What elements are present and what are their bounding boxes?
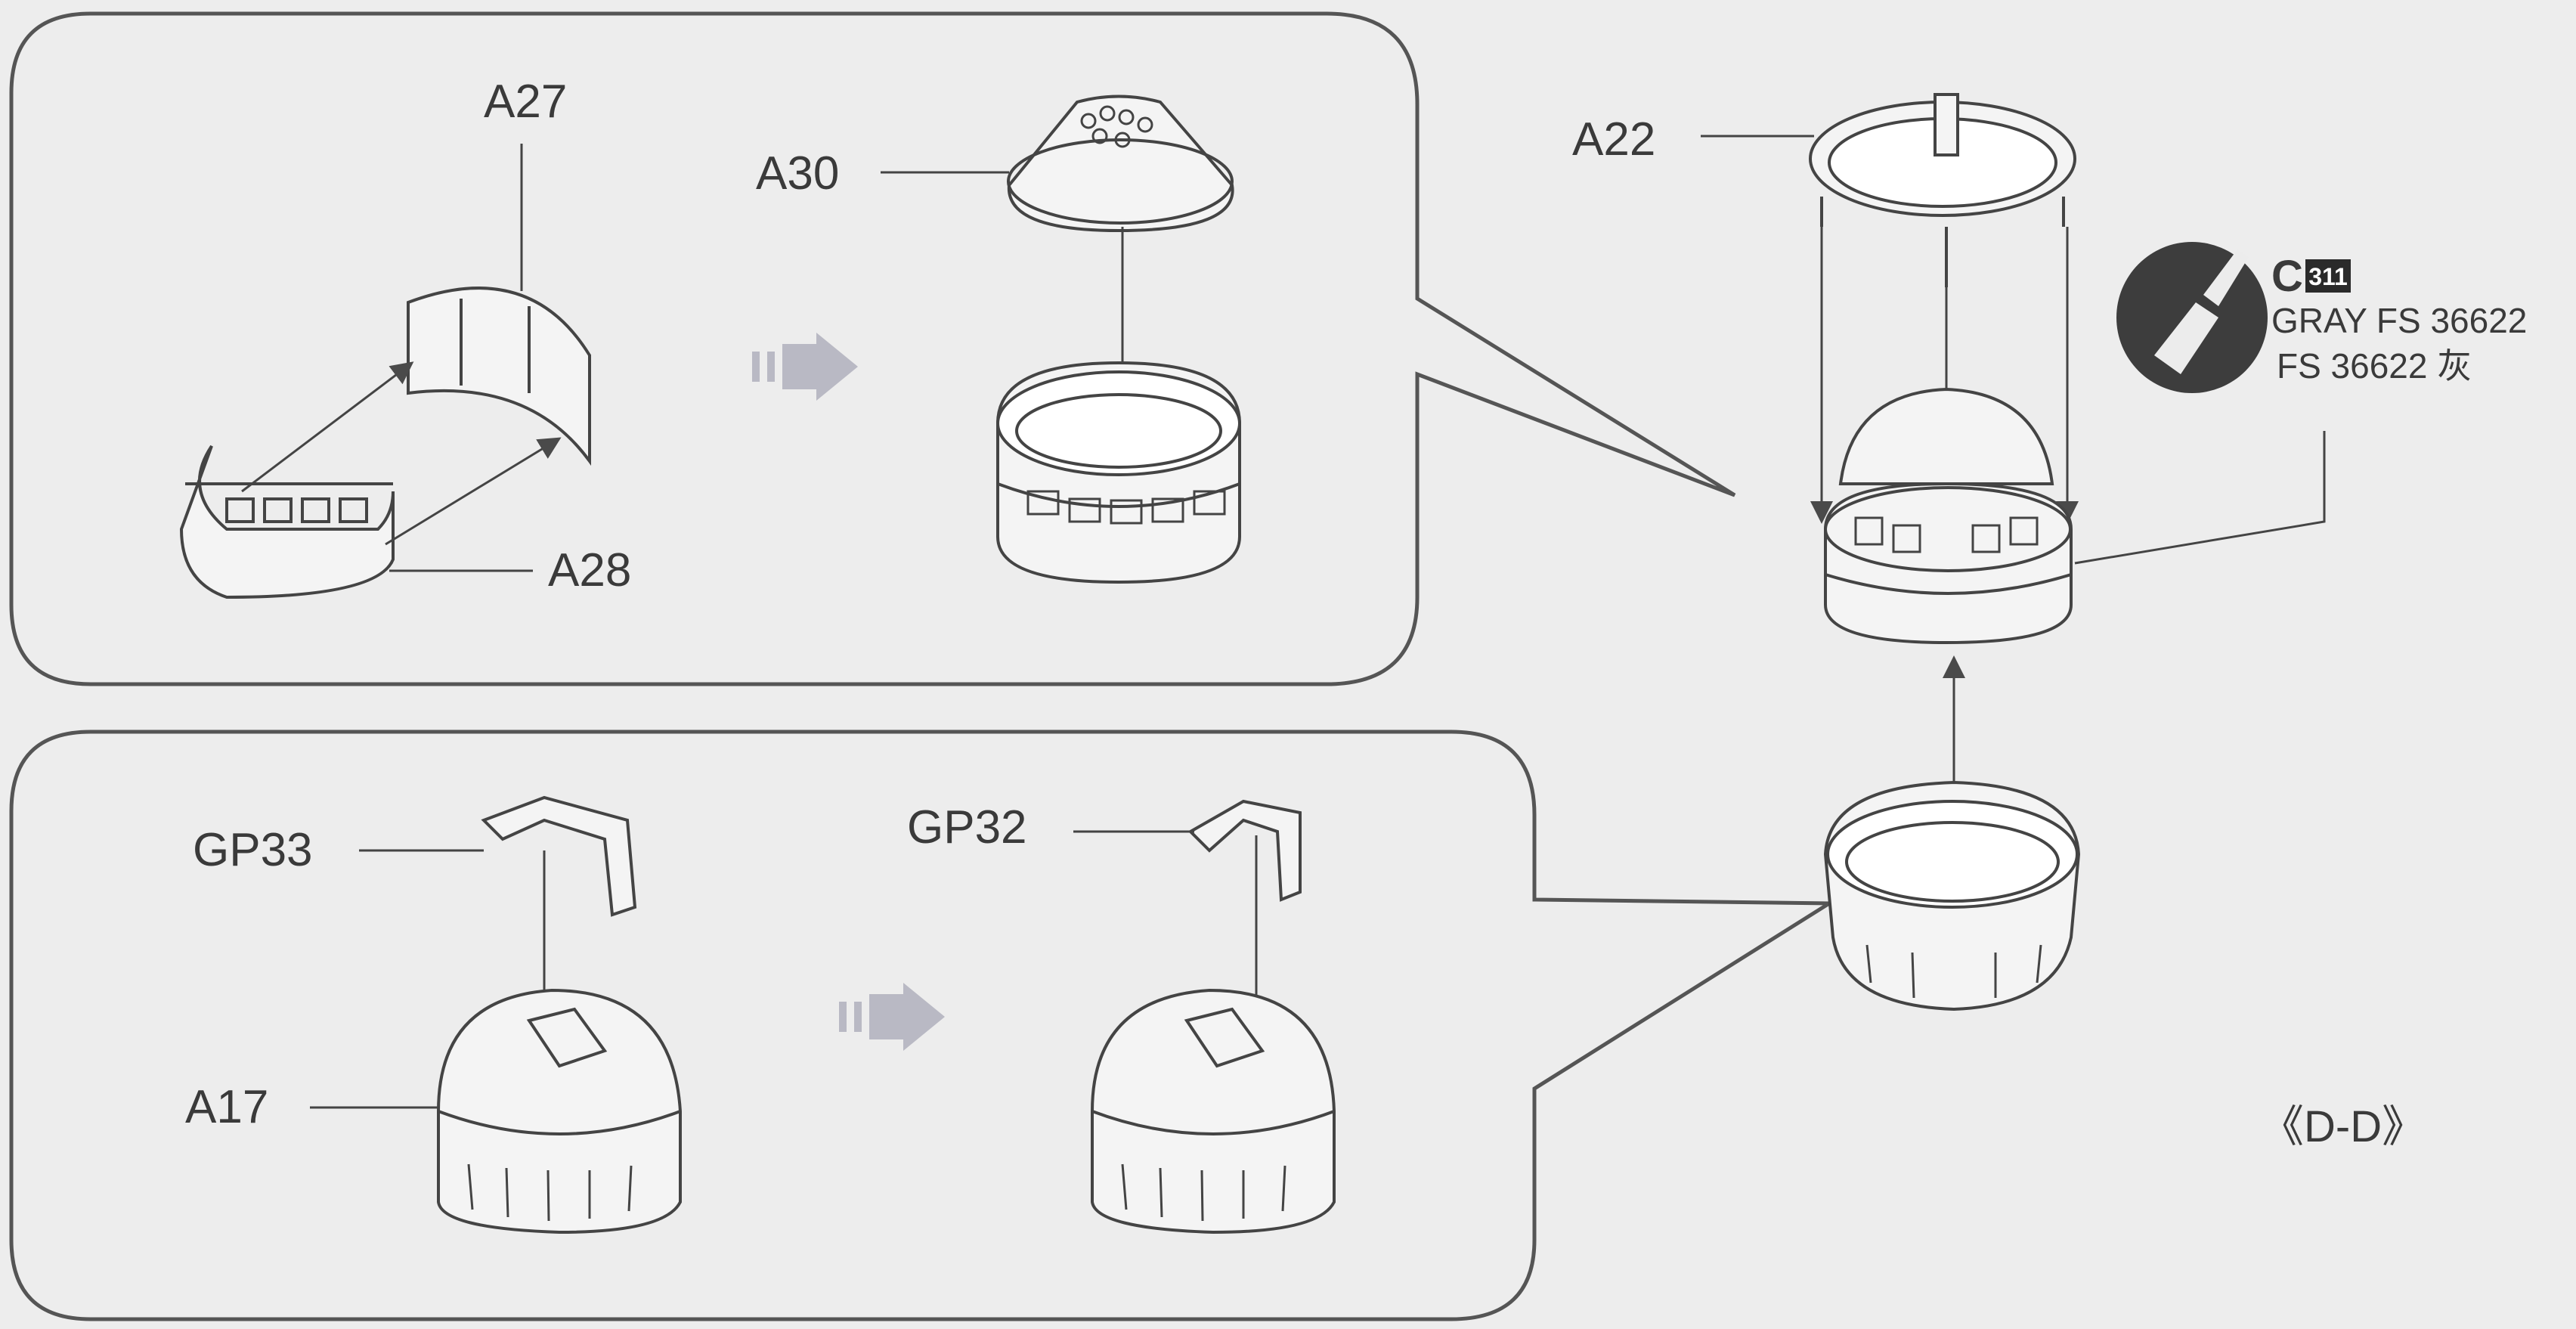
label-gp33: GP33 xyxy=(193,824,313,876)
part-a22-cage xyxy=(1809,93,2076,287)
paint-code-number: 311 xyxy=(2308,263,2348,290)
label-a17: A17 xyxy=(185,1081,268,1133)
part-bottom-cup xyxy=(1823,780,2081,1011)
part-gp32-clip xyxy=(1187,799,1302,902)
label-a27: A27 xyxy=(484,76,567,128)
paint-line-2: FS 36622 灰 xyxy=(2277,346,2472,386)
paint-code-letter: C xyxy=(2271,252,2303,301)
view-label: 《D-D》 xyxy=(2260,1102,2426,1151)
leader-paint xyxy=(2074,431,2326,565)
part-assembled-ring xyxy=(996,361,1241,584)
label-gp32: GP32 xyxy=(907,801,1027,853)
part-a27-a28-rings xyxy=(179,287,591,599)
step-arrow-icon xyxy=(839,983,945,1051)
label-a30: A30 xyxy=(756,147,839,200)
part-a17-dome xyxy=(437,988,682,1235)
callout-panel-bottom xyxy=(9,730,1836,1321)
part-main-assembly xyxy=(1824,387,2073,645)
paint-callout: C 311 GRAY FS 36622 FS 36622 灰 xyxy=(2116,242,2527,393)
paint-code-box xyxy=(2305,259,2351,293)
label-a28: A28 xyxy=(548,544,631,596)
callout-panel-top xyxy=(9,11,1736,686)
part-a30-dome xyxy=(1007,94,1234,233)
paint-line-1: GRAY FS 36622 xyxy=(2271,301,2527,340)
part-gp33-clip xyxy=(481,795,637,917)
part-a17-dome-assembled xyxy=(1091,988,1336,1235)
label-a22: A22 xyxy=(1572,113,1655,166)
step-arrow-icon xyxy=(752,333,858,401)
